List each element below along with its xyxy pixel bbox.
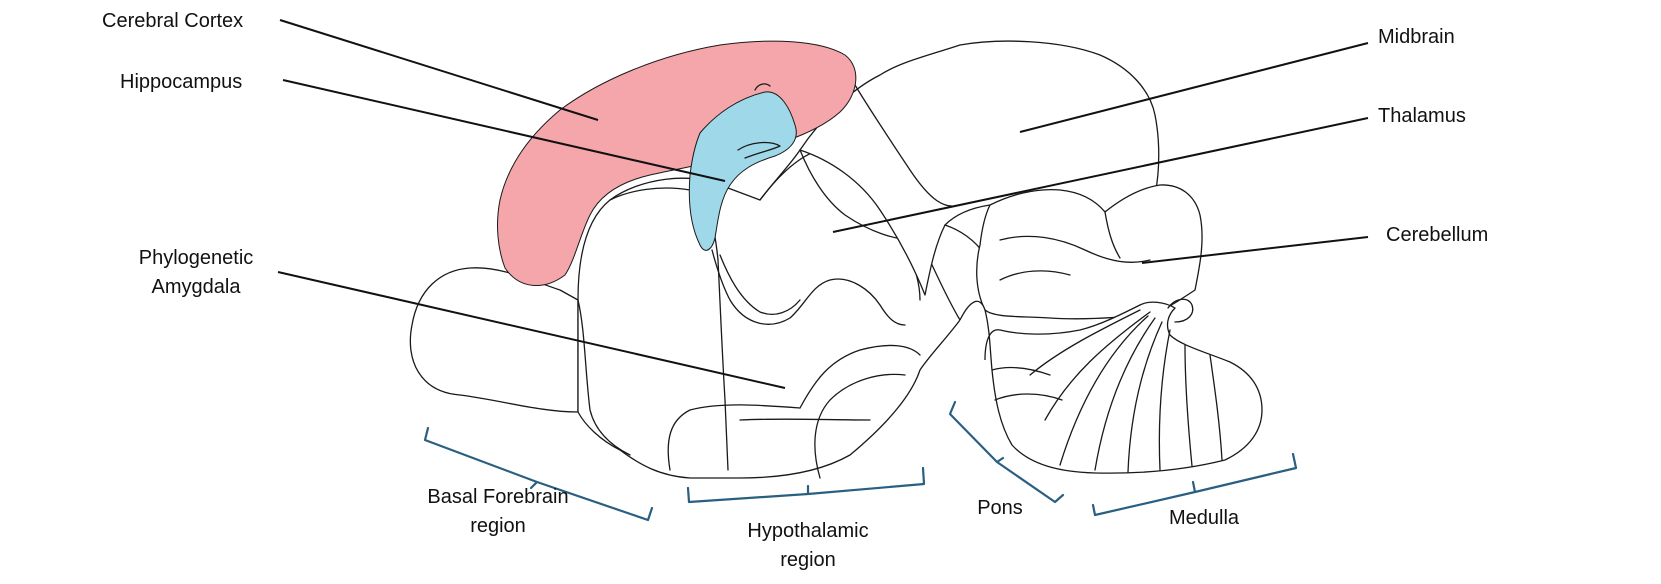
region-labels: Basal Forebrain region Hypothalamic regi… (427, 486, 1239, 571)
label-hippocampus: Hippocampus (120, 71, 242, 93)
cerebellum-fold (999, 235, 1151, 263)
fornix-line-2 (719, 254, 801, 315)
midbrain-divider (854, 84, 961, 207)
label-midbrain: Midbrain (1378, 26, 1455, 48)
leader-midbrain (1019, 42, 1369, 133)
medulla-fiber-1 (1059, 315, 1149, 466)
hippocampus-edge (754, 83, 771, 91)
label-basal-forebrain-line1: Basal Forebrain (427, 486, 568, 508)
leader-cerebellum (1141, 236, 1369, 264)
label-hypothalamic-line1: Hypothalamic (747, 520, 868, 542)
leader-amygdala (277, 271, 786, 389)
brain-outline (409, 146, 961, 479)
label-amygdala-line2: Amygdala (152, 276, 242, 298)
medulla-fiber-8 (1044, 311, 1151, 421)
hypothalamic-internal-line-2 (814, 373, 906, 479)
leader-thalamus (832, 117, 1369, 233)
label-amygdala-line1: Phylogenetic (139, 247, 254, 269)
region-brackets (423, 400, 1298, 522)
cerebellum-fold-2 (1104, 211, 1121, 259)
structure-labels: Cerebral Cortex Hippocampus Phylogenetic… (102, 10, 1488, 298)
bracket-basal-forebrain (423, 426, 654, 522)
leader-lines (277, 19, 1369, 389)
hippocampus-shape (688, 91, 797, 251)
medulla-fiber-4 (1158, 329, 1171, 471)
label-cerebellum: Cerebellum (1386, 224, 1488, 246)
pons-inner-2 (994, 393, 1063, 401)
fornix-line (711, 249, 906, 326)
bracket-hypothalamic (686, 466, 926, 504)
label-cerebral-cortex: Cerebral Cortex (102, 10, 243, 32)
basal-forebrain-lobe (409, 267, 579, 413)
medulla-fiber-2 (1094, 317, 1156, 471)
label-pons: Pons (977, 497, 1023, 519)
pons-medulla-outline (959, 300, 1263, 474)
bracket-medulla (1091, 452, 1298, 517)
medulla-fiber-7 (1029, 309, 1141, 376)
medulla-fiber-5 (1184, 344, 1193, 467)
hypothalamic-internal-line (799, 344, 921, 409)
basal-forebrain-divider (577, 299, 631, 456)
label-basal-forebrain-line2: region (470, 515, 526, 537)
brainstem-region (959, 298, 1263, 474)
thalamus-inner (799, 149, 916, 241)
cerebellum-region (976, 184, 1203, 320)
obex-loop (1167, 298, 1194, 323)
basal-internal-line-2 (667, 404, 801, 471)
bracket-pons (948, 400, 1065, 504)
label-hypothalamic-line2: region (780, 549, 836, 571)
label-thalamus: Thalamus (1378, 105, 1466, 127)
leader-cerebral-cortex (279, 19, 599, 121)
hypothalamic-internal-line-3 (739, 418, 871, 421)
hippocampus-inner-curl (737, 141, 781, 159)
label-medulla: Medulla (1169, 507, 1240, 529)
pons-inner (991, 366, 1051, 376)
medulla-fiber-3 (1127, 321, 1163, 473)
leader-hippocampus (282, 79, 726, 182)
cerebellum-fold-3 (999, 270, 1071, 281)
medulla-fiber-6 (1209, 354, 1223, 461)
forebrain-body (577, 146, 961, 479)
